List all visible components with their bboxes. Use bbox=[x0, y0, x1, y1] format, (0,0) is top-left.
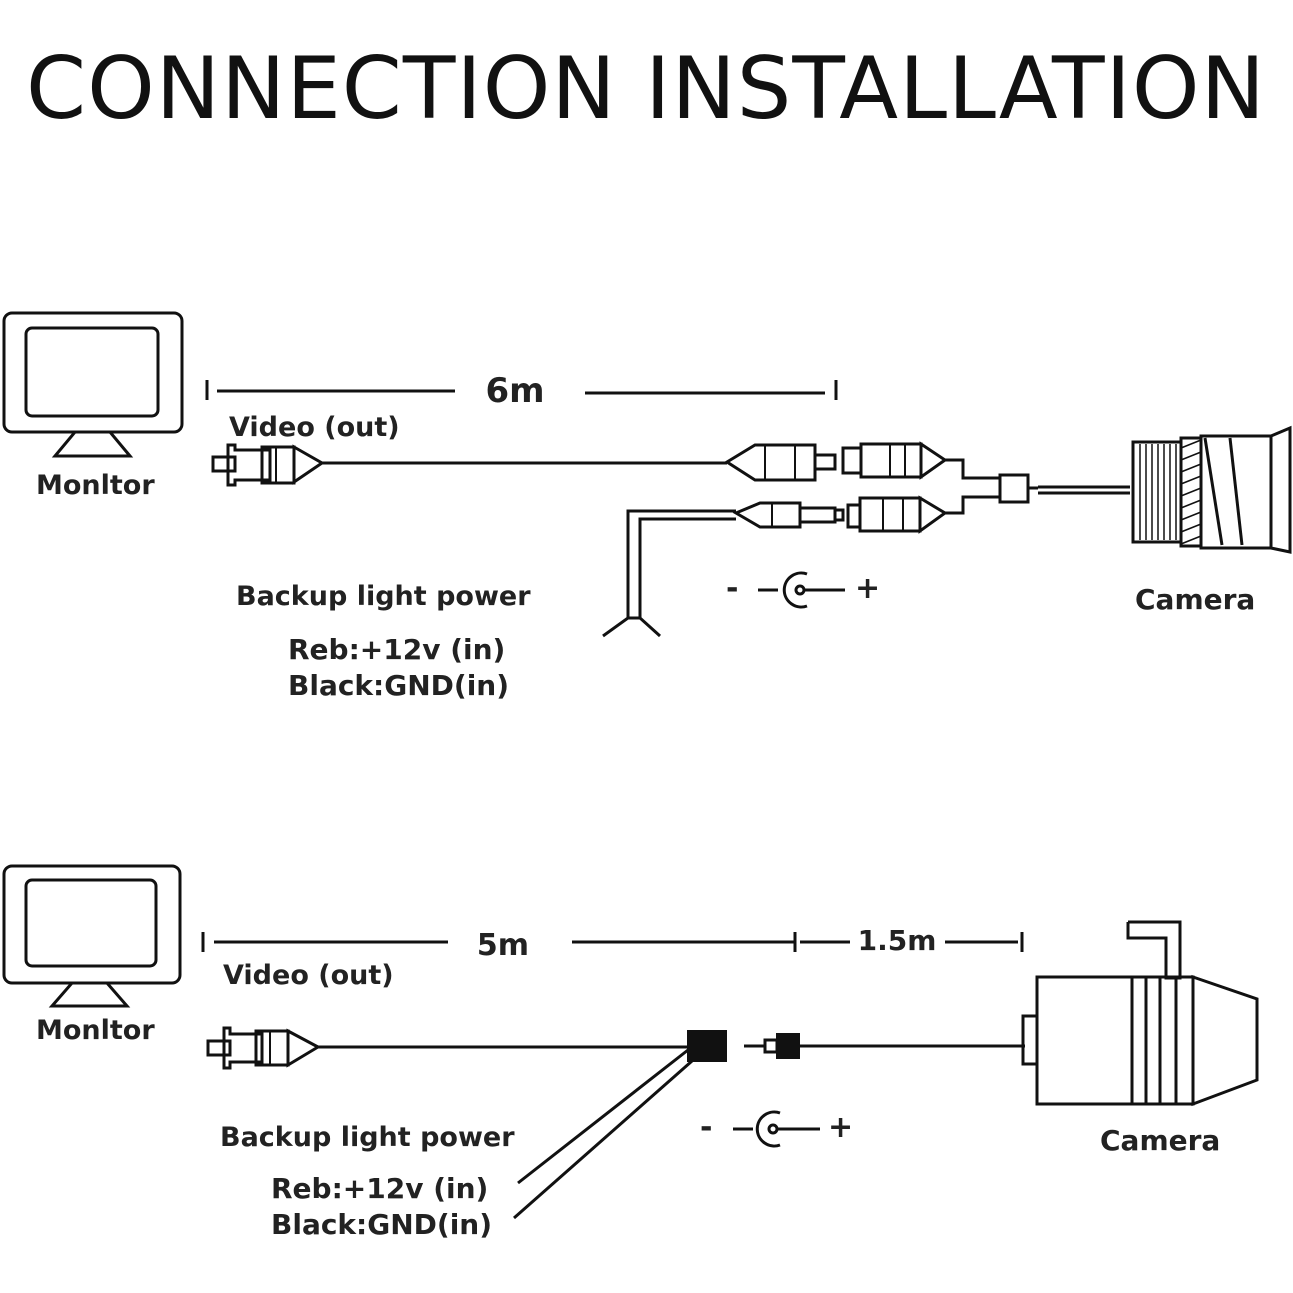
polarity-plus: + bbox=[855, 571, 880, 606]
camera-label: Camera bbox=[1135, 583, 1255, 616]
red-wire-label: Reb:+12v (in) bbox=[288, 633, 505, 666]
power-wire bbox=[602, 509, 736, 638]
rca-male-connector-icon bbox=[841, 441, 948, 480]
diagram-bottom: Monltor 5m 1.5m Video (out) bbox=[2, 864, 1259, 1241]
monitor-label: Monltor bbox=[36, 470, 155, 501]
rca-female-connector-icon bbox=[724, 443, 837, 482]
dc-plug-icon bbox=[732, 501, 845, 529]
dc-socket-icon bbox=[846, 495, 948, 534]
junction-block-icon bbox=[687, 1030, 727, 1062]
backup-light-label: Backup light power bbox=[220, 1122, 515, 1153]
monitor-icon bbox=[2, 311, 184, 458]
diagram-top: Monltor 6m Video (out) bbox=[2, 311, 1292, 702]
red-wire-label: Reb:+12v (in) bbox=[271, 1172, 488, 1205]
page-title: CONNECTION INSTALLATION bbox=[26, 39, 1266, 139]
cable-length-camera-label: 1.5m bbox=[858, 924, 937, 957]
dc-polarity-icon: - + bbox=[700, 1110, 853, 1148]
monitor-label: Monltor bbox=[36, 1015, 155, 1046]
camera-icon bbox=[1021, 920, 1259, 1107]
video-out-label: Video (out) bbox=[223, 960, 394, 991]
rca-plug-icon bbox=[211, 443, 325, 487]
length-dimension-bottom bbox=[201, 932, 1024, 952]
monitor-icon bbox=[2, 864, 182, 1008]
video-out-label: Video (out) bbox=[229, 412, 400, 443]
polarity-minus: - bbox=[700, 1110, 712, 1145]
black-wire-label: Black:GND(in) bbox=[288, 669, 509, 702]
camera-icon bbox=[1131, 425, 1292, 554]
rca-plug-icon bbox=[206, 1026, 322, 1070]
power-wire bbox=[513, 1048, 693, 1220]
polarity-minus: - bbox=[726, 571, 738, 606]
dc-polarity-icon: - + bbox=[726, 571, 880, 609]
length-dimension-top bbox=[205, 380, 838, 400]
camera-label: Camera bbox=[1100, 1124, 1220, 1157]
black-wire-label: Black:GND(in) bbox=[271, 1208, 492, 1241]
camera-plug-icon bbox=[744, 1033, 1025, 1059]
backup-light-label: Backup light power bbox=[236, 581, 531, 612]
cable-junction-icon bbox=[998, 473, 1038, 504]
cable-length-main-label: 5m bbox=[477, 928, 529, 963]
polarity-plus: + bbox=[828, 1110, 853, 1145]
cable-length-label: 6m bbox=[485, 371, 544, 411]
